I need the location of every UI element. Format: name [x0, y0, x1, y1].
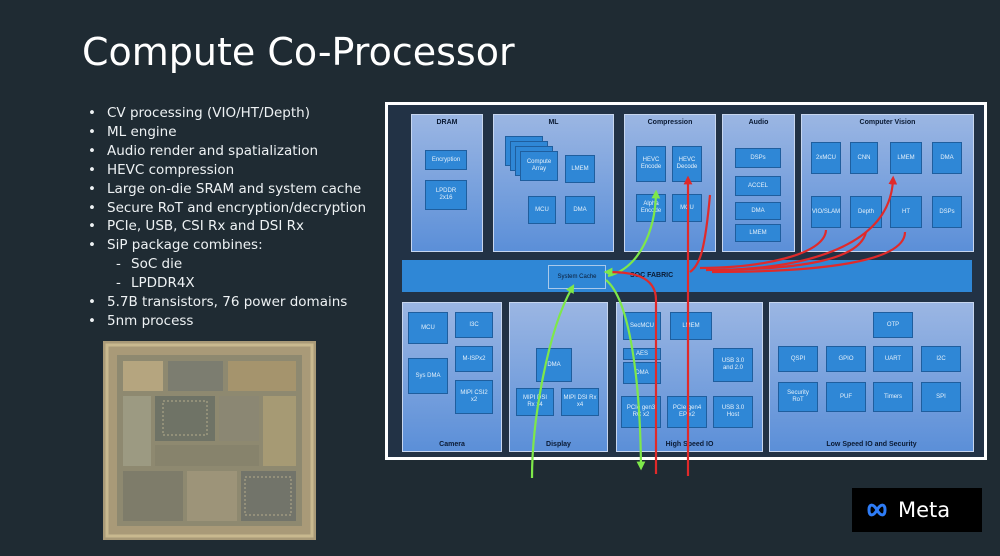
system-cache: System Cache [548, 265, 606, 289]
ip-qspi: QSPI [778, 346, 818, 372]
block-label: DRAM [436, 119, 458, 126]
meta-wordmark: Meta [898, 498, 951, 522]
ml-block: ML [493, 114, 614, 252]
ip-dma: DMA [565, 196, 595, 224]
die-photo [103, 341, 316, 540]
ip-compute-array: Compute Array [520, 151, 558, 181]
ip-otp: OTP [873, 312, 913, 338]
ip-mcu: MCU [528, 196, 556, 224]
ip-usb-host: USB 3.0 Host [713, 396, 753, 428]
bullet-item: Audio render and spatialization [88, 142, 366, 161]
ip-lmem: LMEM [670, 312, 712, 340]
feature-list: CV processing (VIO/HT/Depth) ML engine A… [88, 104, 366, 331]
bullet-item: 5.7B transistors, 76 power domains [88, 293, 366, 312]
bullet-item: ML engine [88, 123, 366, 142]
ip-aes: AES [623, 348, 661, 360]
ip-lmem: LMEM [735, 224, 781, 242]
compression-block: Compression [624, 114, 716, 252]
ip-hevc-decode: HEVC Decode [672, 146, 702, 182]
ip-gpio: GPIO [826, 346, 866, 372]
ip-m-isp: M-ISPx2 [455, 346, 493, 372]
bullet-item: PCIe, USB, CSI Rx and DSI Rx [88, 217, 366, 236]
bullet-item: Secure RoT and encryption/decryption [88, 199, 366, 218]
ip-dma: DMA [735, 202, 781, 220]
ip-cnn: CNN [850, 142, 878, 174]
infinity-icon [867, 503, 887, 517]
bullet-item: 5nm process [88, 312, 366, 331]
ip-vio-slam: VIO/SLAM [811, 196, 841, 228]
ip-i3c: I3C [455, 312, 493, 338]
block-label: Camera [439, 441, 465, 448]
bullet-item: CV processing (VIO/HT/Depth) [88, 104, 366, 123]
sub-bullet-item: SoC die [88, 255, 366, 274]
ip-dma: DMA [536, 348, 572, 382]
ip-secmcu: SecMCU [623, 312, 661, 340]
ip-mipi-csi2: MIPI CSI2 x2 [455, 380, 493, 414]
ip-accel: ACCEL [735, 176, 781, 196]
ip-alpha-encode: Alpha Encode [636, 194, 666, 222]
ip-puf: PUF [826, 382, 866, 412]
ip-encryption: Encryption [425, 150, 467, 170]
ip-spi: SPI [921, 382, 961, 412]
ip-lmem: LMEM [565, 155, 595, 183]
ip-timers: Timers [873, 382, 913, 412]
ip-mipi-dsi: MIPI DSI Rx x4 [516, 388, 554, 416]
ip-depth: Depth [850, 196, 882, 228]
slide-title: Compute Co-Processor [82, 30, 515, 74]
computer-vision-block: Computer Vision [801, 114, 974, 252]
ip-pcie-gen4: PCIe gen4 EP x2 [667, 396, 707, 428]
ip-lmem: LMEM [890, 142, 922, 174]
bullet-item: HEVC compression [88, 161, 366, 180]
soc-fabric-bus [402, 260, 972, 292]
low-speed-io-block: Low Speed IO and Security [769, 302, 974, 452]
fabric-label: SOC FABRIC [630, 272, 674, 279]
ip-i2c: I2C [921, 346, 961, 372]
ip-hevc-encode: HEVC Encode [636, 146, 666, 182]
ip-usb-3-2: USB 3.0 and 2.0 [713, 348, 753, 382]
ip-ht: HT [890, 196, 922, 228]
ip-dsps: DSPs [735, 148, 781, 168]
ip-security-rot: Security RoT [778, 382, 818, 412]
ip-sys-dma: Sys DMA [408, 358, 448, 394]
block-label: Display [546, 441, 571, 448]
bullet-item: Large on-die SRAM and system cache [88, 180, 366, 199]
ip-mcu: MCU [408, 312, 448, 344]
block-label: High Speed IO [665, 441, 714, 448]
block-label: Computer Vision [859, 119, 916, 126]
block-label: ML [548, 119, 559, 126]
block-label: Compression [647, 119, 693, 126]
block-label: Low Speed IO and Security [826, 441, 917, 448]
meta-logo: Meta [852, 488, 982, 532]
block-label: Audio [748, 119, 769, 126]
ip-mipi-dsi: MIPI DSI Rx x4 [561, 388, 599, 416]
ip-uart: UART [873, 346, 913, 372]
ip-dma: DMA [623, 362, 661, 384]
bullet-item: SiP package combines: [88, 236, 366, 255]
ip-pcie-gen3: PCIe gen3 RC x2 [621, 396, 661, 428]
ip-dma: DMA [932, 142, 962, 174]
ip-mcu: MCU [672, 194, 702, 222]
ip-lpddr: LPDDR 2x16 [425, 180, 467, 210]
ip-2xmcu: 2xMCU [811, 142, 841, 174]
ip-dsps: DSPs [932, 196, 962, 228]
sub-bullet-item: LPDDR4X [88, 274, 366, 293]
